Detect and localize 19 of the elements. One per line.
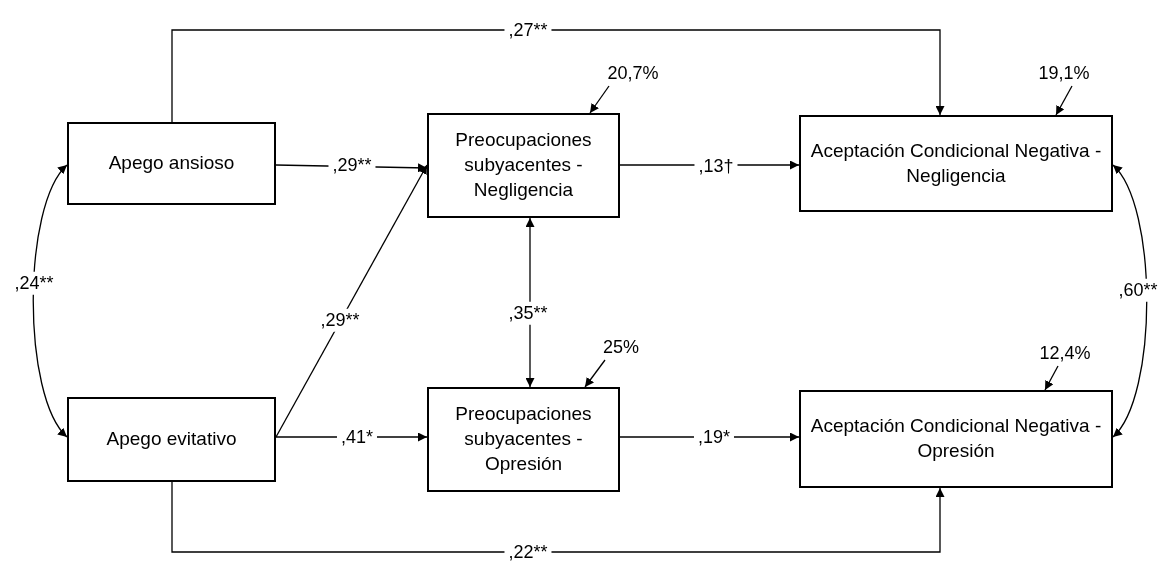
- variable-box: Preocupaciones subyacentes - Opresión: [427, 387, 620, 492]
- variable-box: Preocupaciones subyacentes - Negligencia: [427, 113, 620, 218]
- variable-box: Apego ansioso: [67, 122, 276, 205]
- arrow: [171, 481, 945, 553]
- variable-box: Apego evitativo: [67, 397, 276, 482]
- arrow: [1112, 164, 1148, 438]
- percentage-label: 20,7%: [597, 60, 669, 86]
- percentage-label: 25%: [596, 334, 646, 360]
- arrow: [1044, 365, 1059, 391]
- arrow: [275, 164, 428, 438]
- percentage-label: 12,4%: [1030, 340, 1100, 366]
- variable-box: Aceptación Condicional Negativa - Opresión: [799, 390, 1113, 488]
- percentage-label: 19,1%: [1028, 60, 1100, 86]
- arrow: [32, 164, 68, 438]
- arrow: [584, 359, 606, 388]
- variable-box: Aceptación Condicional Negativa - Negligencia: [799, 115, 1113, 212]
- arrow: [171, 29, 945, 123]
- arrow: [589, 85, 610, 114]
- arrow: [1055, 85, 1073, 116]
